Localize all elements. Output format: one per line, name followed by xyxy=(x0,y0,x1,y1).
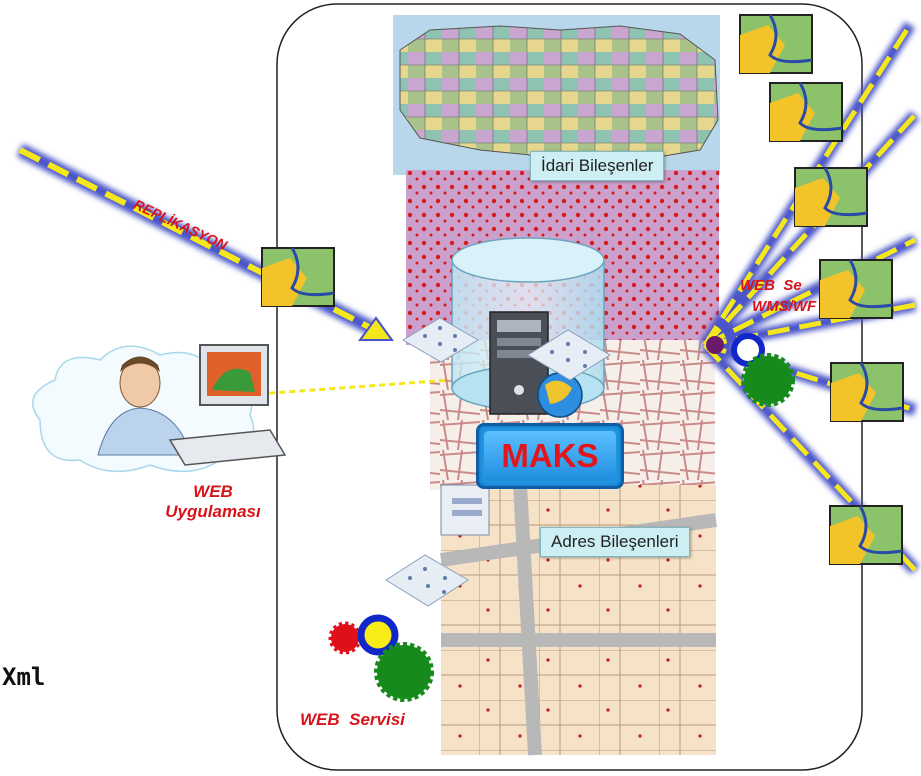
web-uygulamasi-label-2: Uygulaması xyxy=(165,502,261,521)
web-servis-right-label-2: WMS/WF xyxy=(752,298,817,315)
idari-map xyxy=(393,15,720,175)
globe-land xyxy=(545,380,572,404)
map-thumbnail-icons xyxy=(261,14,904,565)
idari-bilesenler-label: İdari Bileşenler xyxy=(530,151,665,181)
grid-plane-icon-bottom xyxy=(385,554,469,607)
xml-label: Xml xyxy=(2,663,46,691)
user-computer-icon xyxy=(97,344,287,466)
maks-label: MAKS xyxy=(484,431,616,481)
grid-plane-icon-left xyxy=(402,317,479,363)
grid-plane-icon-right xyxy=(527,329,611,381)
maks-badge: MAKS xyxy=(476,423,624,489)
adres-bilesenleri-label: Adres Bileşenleri xyxy=(540,527,690,557)
web-servis-right-label-1: WEB Se xyxy=(740,277,802,294)
web-uygulamasi-label-1: WEB xyxy=(193,482,233,501)
web-servisi-label: WEB Servisi xyxy=(300,710,405,729)
gear-icon-group-bottom xyxy=(328,614,434,702)
parcel-map xyxy=(439,484,718,756)
gear-icon-group-right xyxy=(706,333,795,407)
